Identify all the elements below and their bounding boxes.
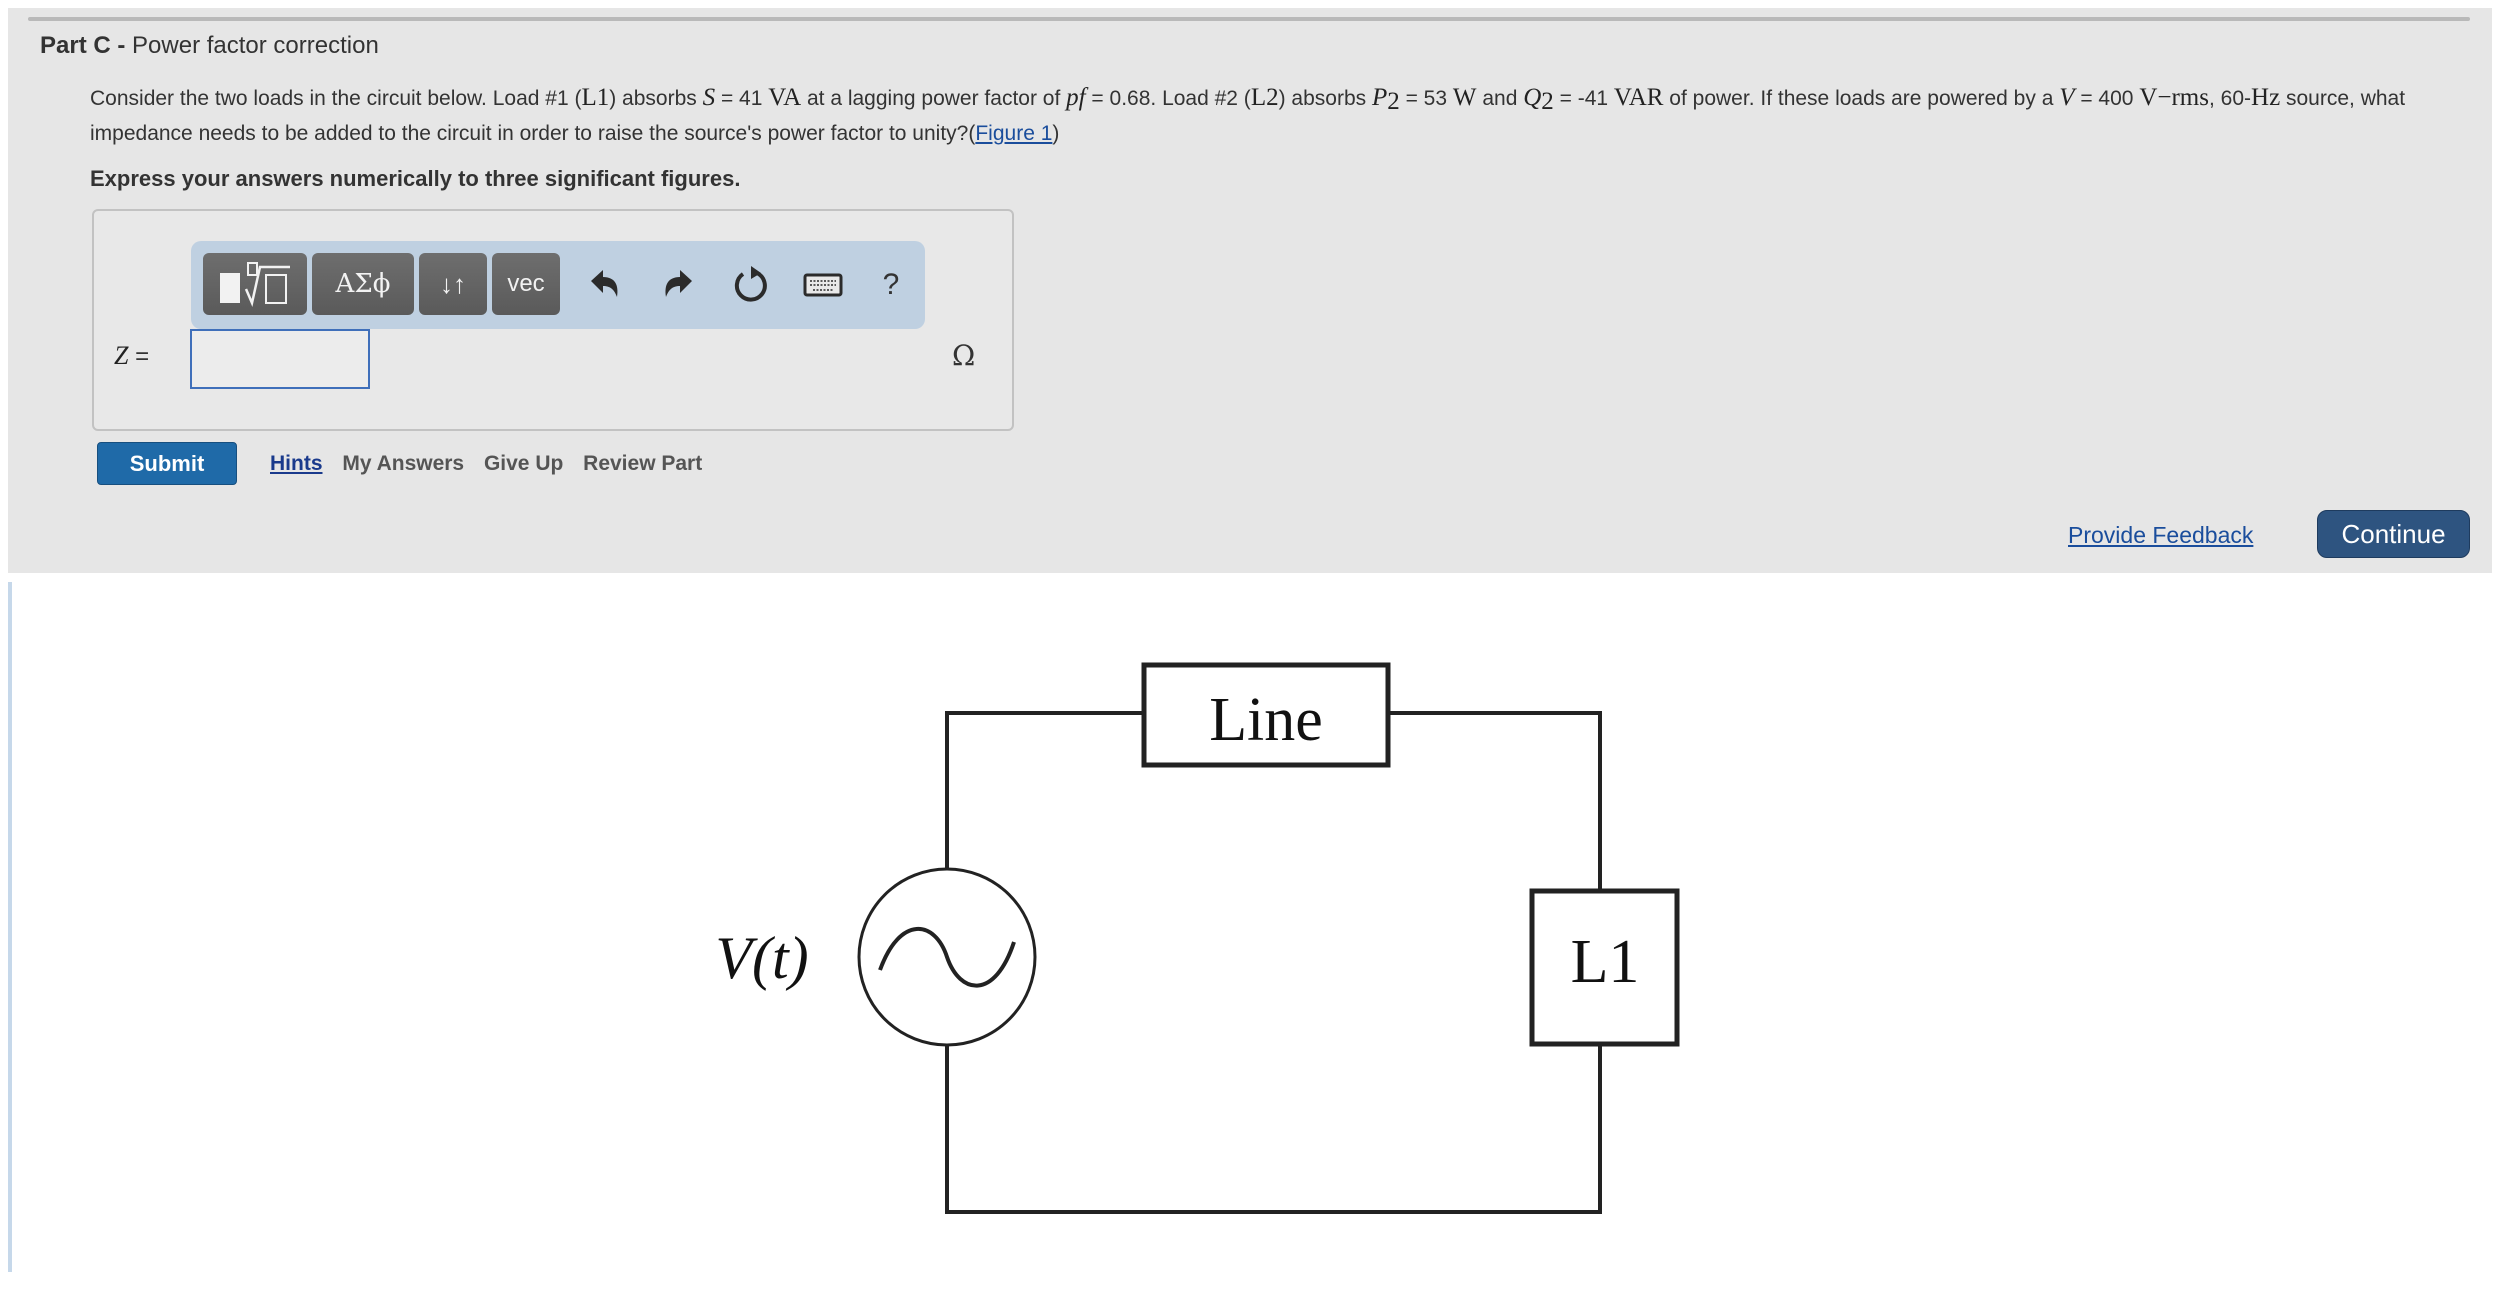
part-label: Part C -: [40, 32, 126, 59]
redo-icon[interactable]: [656, 263, 700, 307]
answer-label: Z =: [114, 341, 150, 370]
part-name: Power factor correction: [132, 32, 379, 59]
keyboard-icon[interactable]: [801, 263, 845, 307]
math-toolbar: ΑΣϕ ↓↑ vec ?: [191, 241, 925, 329]
answer-actions: Hints My Answers Give Up Review Part: [270, 452, 716, 476]
separator: [28, 17, 2470, 21]
part-title: Part C - Power factor correction: [40, 32, 379, 60]
square-root-template-icon: [220, 262, 290, 308]
undo-icon[interactable]: [583, 263, 627, 307]
line-label: Line: [1209, 686, 1323, 754]
hints-link[interactable]: Hints: [270, 452, 323, 475]
voltage-source-icon: [857, 867, 1037, 1047]
submit-button[interactable]: Submit: [97, 442, 237, 485]
wire-top-left: [945, 711, 1142, 869]
impedance-input[interactable]: [190, 329, 370, 389]
help-icon[interactable]: ?: [882, 268, 900, 301]
answer-box: ΑΣϕ ↓↑ vec ? Z = Ω: [92, 209, 1014, 431]
provide-feedback-link[interactable]: Provide Feedback: [2068, 522, 2254, 548]
templates-button[interactable]: [203, 253, 307, 315]
vector-button[interactable]: vec: [492, 253, 560, 315]
subscript-superscript-button[interactable]: ↓↑: [419, 253, 487, 315]
instruction: Express your answers numerically to thre…: [90, 166, 741, 191]
wire-right-bottom: [945, 1045, 1602, 1214]
greek-symbols-button[interactable]: ΑΣϕ: [312, 253, 414, 315]
figure-link[interactable]: Figure 1: [975, 122, 1053, 145]
source-label: V(t): [715, 925, 808, 991]
continue-button[interactable]: Continue: [2317, 510, 2470, 558]
line-impedance-box: [1141, 662, 1391, 768]
reset-icon[interactable]: [729, 263, 773, 307]
sine-wave-icon: [878, 927, 1016, 988]
review-part-link[interactable]: Review Part: [583, 452, 703, 475]
load-l1-box: [1529, 888, 1680, 1047]
give-up-link[interactable]: Give Up: [483, 452, 564, 475]
question-text: Consider the two loads in the circuit be…: [90, 84, 2406, 145]
figure-left-border: [8, 582, 12, 1272]
ohm-unit: Ω: [952, 339, 976, 372]
my-answers-link[interactable]: My Answers: [342, 452, 465, 475]
wire-top-right: [1388, 711, 1602, 890]
load-label: L1: [1571, 928, 1640, 996]
